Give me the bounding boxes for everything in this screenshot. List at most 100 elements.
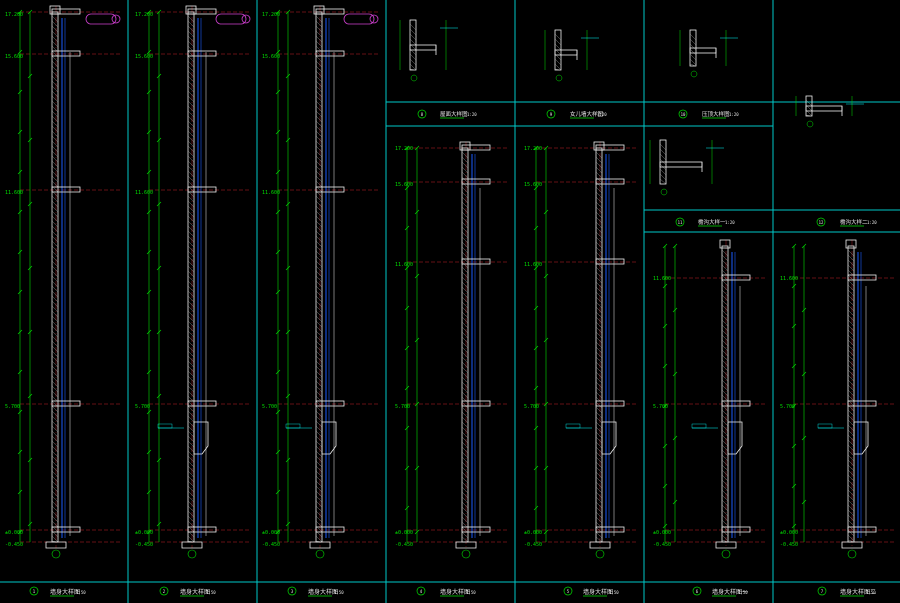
dimension-tick: [17, 89, 23, 95]
hatch-line: [461, 366, 469, 374]
level-label: ±0.000: [524, 530, 542, 536]
hatch-line: [187, 465, 195, 473]
axis-bubble: [461, 549, 471, 559]
hatch-line: [315, 135, 323, 143]
hatch-line: [51, 370, 59, 378]
hatch-line: [847, 309, 855, 317]
dimension-tick: [285, 521, 291, 527]
hatch-line: [847, 509, 855, 517]
hatch-line: [187, 175, 195, 183]
hatch-line: [315, 480, 323, 488]
hatch-line: [847, 424, 855, 432]
hatch-line: [315, 165, 323, 173]
level-label: 5.700: [395, 404, 410, 410]
hatch-line: [595, 251, 603, 259]
hatch-line: [847, 254, 855, 262]
level-label: 5.700: [524, 404, 539, 410]
hatch-line: [689, 63, 697, 67]
dimension-tick: [17, 129, 23, 135]
hatch-line: [187, 330, 195, 338]
sheet-number-bubble: [416, 586, 426, 596]
hatch-line: [187, 280, 195, 288]
hatch-line: [51, 55, 59, 63]
hatch-line: [554, 43, 562, 51]
hatch-line: [187, 150, 195, 158]
hatch-line: [659, 178, 667, 185]
hatch-line: [409, 23, 417, 31]
hatch-line: [721, 519, 729, 527]
hatch-line: [595, 156, 603, 164]
hatch-line: [315, 30, 323, 38]
hatch-line: [51, 265, 59, 273]
hatch-line: [461, 466, 469, 474]
hatch-line: [847, 479, 855, 487]
hatch-line: [315, 470, 323, 478]
hatch-line: [51, 195, 59, 203]
hatch-line: [51, 210, 59, 218]
hatch-line: [51, 15, 59, 23]
dimension-tick: [672, 371, 678, 377]
hatch-line: [315, 230, 323, 238]
hatch-line: [805, 114, 813, 117]
hatch-line: [721, 439, 729, 447]
hatch-line: [187, 510, 195, 518]
dimension-tick: [17, 169, 23, 175]
hatch-line: [315, 60, 323, 68]
sheet-scale: 1:50: [76, 590, 86, 595]
hatch-line: [595, 246, 603, 254]
hatch-line: [595, 336, 603, 344]
hatch-line: [51, 405, 59, 413]
dimension-tick: [17, 49, 23, 55]
hatch-line: [51, 225, 59, 233]
hatch-line: [847, 259, 855, 267]
hatch-line: [721, 494, 729, 502]
hatch-line: [659, 143, 667, 151]
hatch-line: [595, 371, 603, 379]
hatch-line: [595, 496, 603, 504]
hatch-line: [315, 70, 323, 78]
hatch-line: [51, 100, 59, 108]
dimension-tick: [672, 499, 678, 505]
sheet-title: 2 墙身大样图 1:50: [159, 586, 216, 597]
hatch-line: [409, 38, 417, 46]
hatch-line: [595, 421, 603, 429]
hatch-line: [721, 249, 729, 257]
hatch-line: [187, 490, 195, 498]
hatch-line: [721, 459, 729, 467]
level-label: ±0.000: [262, 530, 280, 536]
hatch-line: [721, 369, 729, 377]
hatch-line: [409, 63, 417, 71]
dimension-tick: [404, 465, 410, 471]
dimension-tick: [17, 329, 23, 335]
hatch-line: [595, 176, 603, 184]
dimension-tick: [146, 529, 152, 535]
hatch-line: [461, 406, 469, 414]
detail-number-bubble: [417, 109, 427, 119]
level-label: 15.600: [262, 54, 280, 60]
hatch-line: [461, 446, 469, 454]
hatch-line: [595, 351, 603, 359]
dimension-tick: [275, 449, 281, 455]
dimension-tick: [662, 403, 668, 409]
footing: [309, 541, 331, 549]
dimension-tick: [801, 307, 807, 313]
dimension-tick: [17, 529, 23, 535]
note-box: [157, 423, 173, 429]
wall-section-sheet-4: 17.200 15.600 11.600 5.700 ±0.000 -0.450…: [395, 141, 509, 597]
hatch-line: [51, 275, 59, 283]
hatch-line: [315, 155, 323, 163]
hatch-line: [315, 285, 323, 293]
hatch-line: [461, 206, 469, 214]
level-label: 15.600: [135, 54, 153, 60]
detail-drawing-2: 9 女儿墙大样图 1:20: [544, 29, 607, 119]
dimension-tick: [275, 369, 281, 375]
dimension-tick: [27, 9, 33, 15]
hatch-line: [187, 215, 195, 223]
detail-title: 12 檐沟大样二 1:20: [816, 217, 877, 227]
sheet-number: 7: [821, 589, 824, 594]
level-label: -0.450: [653, 542, 671, 548]
hatch-line: [595, 446, 603, 454]
dimension-tick: [404, 145, 410, 151]
parapet-cap: [185, 5, 197, 15]
